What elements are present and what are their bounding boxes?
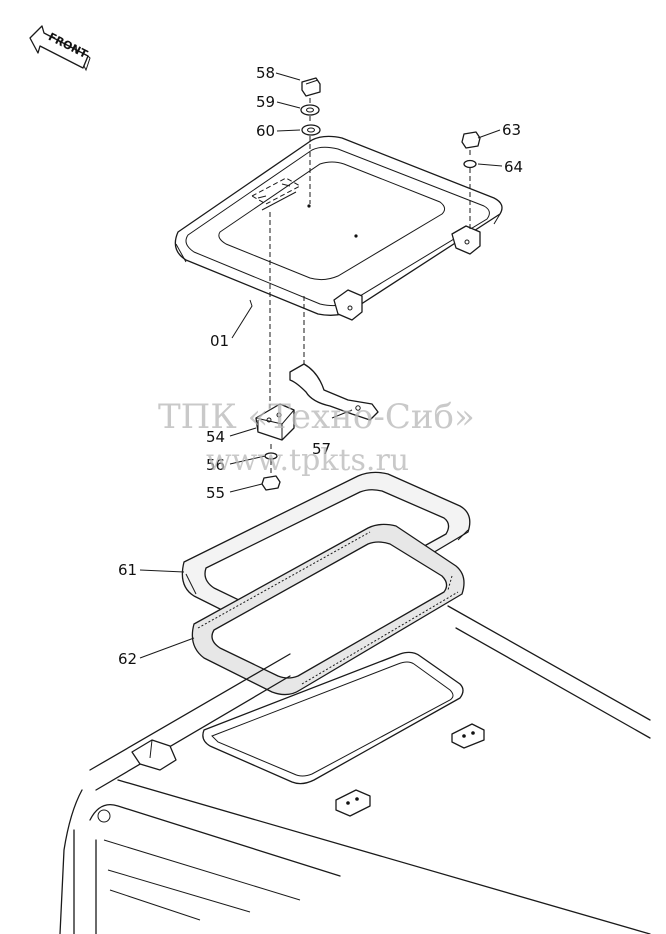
bolt-58 — [301, 77, 321, 97]
washer-64 — [463, 159, 477, 169]
callout-56: 56 — [206, 456, 225, 474]
watermark-company: ТПК «Техно-Сиб» — [158, 397, 475, 437]
callout-64: 64 — [504, 158, 523, 176]
lid-hinge-front — [333, 289, 363, 321]
callout-61: 61 — [118, 561, 137, 579]
callout-57: 57 — [312, 440, 331, 458]
bolt-63 — [461, 131, 481, 149]
watermark-url: www.tpkts.ru — [206, 443, 409, 478]
bracket-57 — [289, 363, 379, 421]
callout-60: 60 — [256, 122, 275, 140]
hatch-lid — [174, 135, 503, 316]
lock-plate-54 — [255, 403, 295, 441]
seal-ring-62 — [191, 523, 465, 696]
callout-55: 55 — [206, 484, 225, 502]
callout-01: 01 — [210, 332, 229, 350]
callout-58: 58 — [256, 64, 275, 82]
washer-59 — [300, 104, 320, 116]
callout-labels: 58 59 60 63 64 01 54 57 56 55 61 62 — [118, 64, 523, 668]
callout-59: 59 — [256, 93, 275, 111]
watermark: ТПК «Техно-Сиб» www.tpkts.ru — [158, 397, 475, 478]
washer-60 — [301, 124, 321, 136]
callout-63: 63 — [502, 121, 521, 139]
leader-lines — [139, 72, 503, 659]
callout-54: 54 — [206, 428, 225, 446]
callout-62: 62 — [118, 650, 137, 668]
cab-roof — [59, 605, 651, 934]
front-arrow: FRONT — [29, 25, 91, 72]
lid-hinge-side — [451, 225, 481, 255]
bolt-55 — [261, 475, 281, 491]
